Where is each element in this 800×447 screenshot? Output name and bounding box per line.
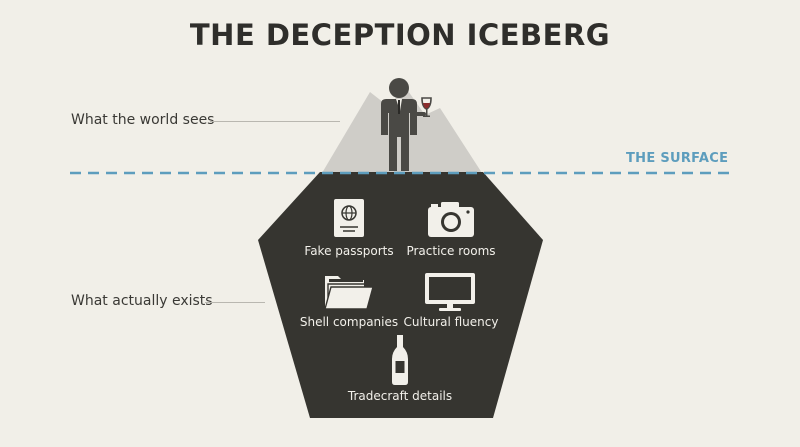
item-label-practice-rooms: Practice rooms xyxy=(406,244,496,258)
surface-label: THE SURFACE xyxy=(626,151,729,166)
above-leader-line xyxy=(210,121,340,122)
wine-bottle-icon xyxy=(392,335,408,385)
item-label-cultural-fluency: Cultural fluency xyxy=(403,315,499,329)
page-title: THE DECEPTION ICEBERG xyxy=(189,18,611,52)
camera-icon xyxy=(428,202,474,237)
item-label-tradecraft-details: Tradecraft details xyxy=(347,389,453,403)
item-label-fake-passports: Fake passports xyxy=(304,244,394,258)
below-surface-label: What actually exists xyxy=(71,293,213,309)
person-with-wine-glass-icon xyxy=(381,78,432,171)
monitor-icon xyxy=(425,273,475,311)
passport-icon xyxy=(334,199,364,237)
below-leader-line xyxy=(205,302,265,303)
item-label-shell-companies: Shell companies xyxy=(299,315,399,329)
above-surface-label: What the world sees xyxy=(71,112,215,128)
folder-icon xyxy=(324,276,374,310)
